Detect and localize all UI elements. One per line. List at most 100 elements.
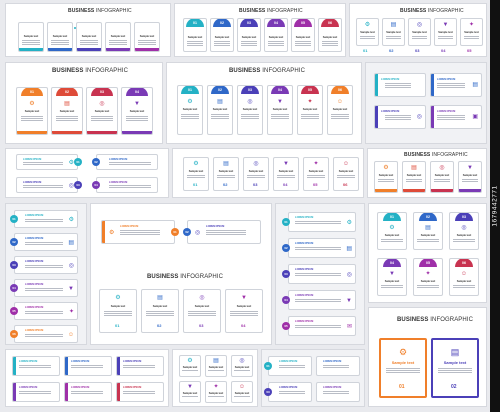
chart-icon: ▤ <box>213 358 219 364</box>
decoration <box>87 131 117 134</box>
bottom-right-row-2: LOREM IPSUM <box>316 356 360 376</box>
decoration <box>25 288 63 289</box>
panel-bottom-mini-cards: ⚙Sample text ▤Sample text ◎Sample text ▼… <box>172 349 258 407</box>
decoration <box>109 163 151 165</box>
panel-title: BUSINESS INFOGRAPHIC <box>400 8 464 14</box>
label-text: Sample text <box>272 108 288 111</box>
gear-icon: ⚙ <box>109 230 115 236</box>
decoration <box>120 233 160 235</box>
label-text: 01 <box>74 158 82 166</box>
decoration <box>123 391 155 392</box>
decoration <box>386 371 420 373</box>
decoration <box>230 311 258 312</box>
decoration <box>186 41 204 42</box>
decoration <box>336 176 356 178</box>
decoration <box>359 37 376 39</box>
label-text: 02 <box>451 384 457 390</box>
decoration <box>77 48 101 51</box>
decoration <box>52 131 82 134</box>
decoration <box>270 114 290 115</box>
decoration <box>438 369 472 371</box>
decoration <box>71 391 103 395</box>
label-text: LOREM IPSUM <box>120 225 139 228</box>
label-text: Sample text <box>236 305 252 308</box>
funnel-icon: ▼ <box>389 271 395 277</box>
label-text: LOREM IPSUM <box>123 360 142 363</box>
panel-warm-cards: BUSINESS INFOGRAPHIC 01⚙Sample text 02▤S… <box>5 62 163 144</box>
decoration <box>65 383 68 401</box>
decoration <box>186 175 206 179</box>
label-text: 03 <box>91 88 113 96</box>
decoration <box>295 299 341 303</box>
side-row-4: LOREM IPSUM▣ <box>430 105 482 129</box>
label-text: LOREM IPSUM <box>295 294 314 297</box>
decoration <box>123 365 155 369</box>
label-text: 03 <box>199 323 204 328</box>
label-text: Sample text <box>384 280 400 283</box>
decoration <box>25 289 63 291</box>
decoration <box>125 117 149 119</box>
label-text: 03 <box>253 182 258 187</box>
label-text: 06 <box>343 182 348 187</box>
label-text: Sample text <box>129 110 145 113</box>
warm-card-1: 01⚙Sample text <box>16 87 48 135</box>
decoration <box>25 242 63 246</box>
decoration <box>74 27 76 29</box>
label-text: Sample text <box>378 174 394 177</box>
decoration <box>295 273 341 274</box>
decoration <box>79 40 99 41</box>
chat-icon: ✉ <box>346 324 352 330</box>
decoration <box>270 114 290 120</box>
decoration <box>385 83 411 84</box>
bottom-left-row-4: LOREM IPSUM <box>12 382 60 402</box>
target-icon: ◎ <box>239 358 245 364</box>
label-text: LOREM IPSUM <box>25 214 44 217</box>
decoration <box>294 42 312 44</box>
decoration <box>377 180 395 182</box>
decoration <box>25 334 63 338</box>
chart-icon: ▤ <box>223 161 229 167</box>
decoration <box>20 116 44 117</box>
decoration <box>104 311 132 312</box>
label-text: LOREM IPSUM <box>437 110 456 113</box>
label-text: LOREM IPSUM <box>295 268 314 271</box>
icon-card-4: ▼Sample text <box>434 18 457 46</box>
decoration <box>25 335 63 337</box>
decoration <box>385 86 411 88</box>
label-text: 02 <box>389 48 394 53</box>
decoration <box>385 118 411 120</box>
label-text: 02 <box>419 213 437 221</box>
decoration <box>125 116 149 117</box>
decoration <box>25 311 63 315</box>
label-text: LOREM IPSUM <box>279 386 298 389</box>
decoration <box>25 219 63 220</box>
label-text: Sample text <box>212 108 228 111</box>
label-text: Sample text <box>248 170 264 173</box>
decoration <box>295 274 341 276</box>
decoration <box>216 176 236 178</box>
decoration <box>19 365 51 369</box>
label-text: 04 <box>126 88 148 96</box>
chart-icon: ▤ <box>390 22 397 28</box>
decoration <box>433 179 451 183</box>
label-text: Sample text <box>278 170 294 173</box>
target-icon: ◎ <box>346 272 352 278</box>
label-text: Sample text <box>182 392 198 395</box>
label-text: Sample text <box>420 234 436 237</box>
decoration <box>109 162 151 163</box>
label-text: Sample text <box>241 36 257 39</box>
decoration <box>123 392 155 394</box>
panel-grid-cards: 01⚙Sample text 02▤Sample text 03◎Sample … <box>368 203 487 303</box>
decoration <box>276 175 296 176</box>
decoration <box>210 115 230 117</box>
label-text: 01 <box>181 86 199 94</box>
panel-title: BUSINESS INFOGRAPHIC <box>229 68 306 74</box>
icon-card-2: ▤Sample text <box>382 18 405 46</box>
chart-icon: ▤ <box>450 347 460 357</box>
right-row-2: LOREM IPSUM▤ <box>288 238 356 258</box>
decoration <box>23 163 63 165</box>
decoration <box>295 326 341 328</box>
